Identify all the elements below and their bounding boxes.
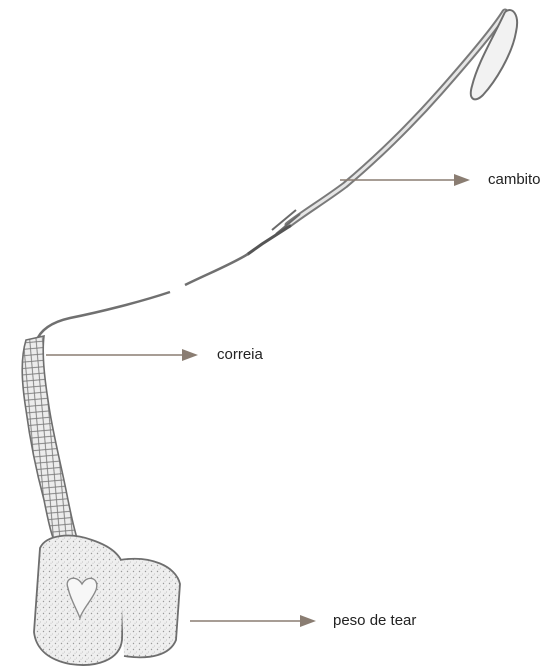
label-cambito: cambito [488, 172, 541, 187]
cambito-stick [248, 10, 517, 254]
label-peso-de-tear: peso de tear [333, 613, 416, 628]
correia-cord [22, 254, 248, 548]
arrow-correia [46, 349, 198, 361]
correia-braid [22, 336, 80, 548]
peso-de-tear [34, 536, 180, 665]
label-correia: correia [217, 347, 263, 362]
arrow-peso-de-tear [190, 615, 316, 627]
